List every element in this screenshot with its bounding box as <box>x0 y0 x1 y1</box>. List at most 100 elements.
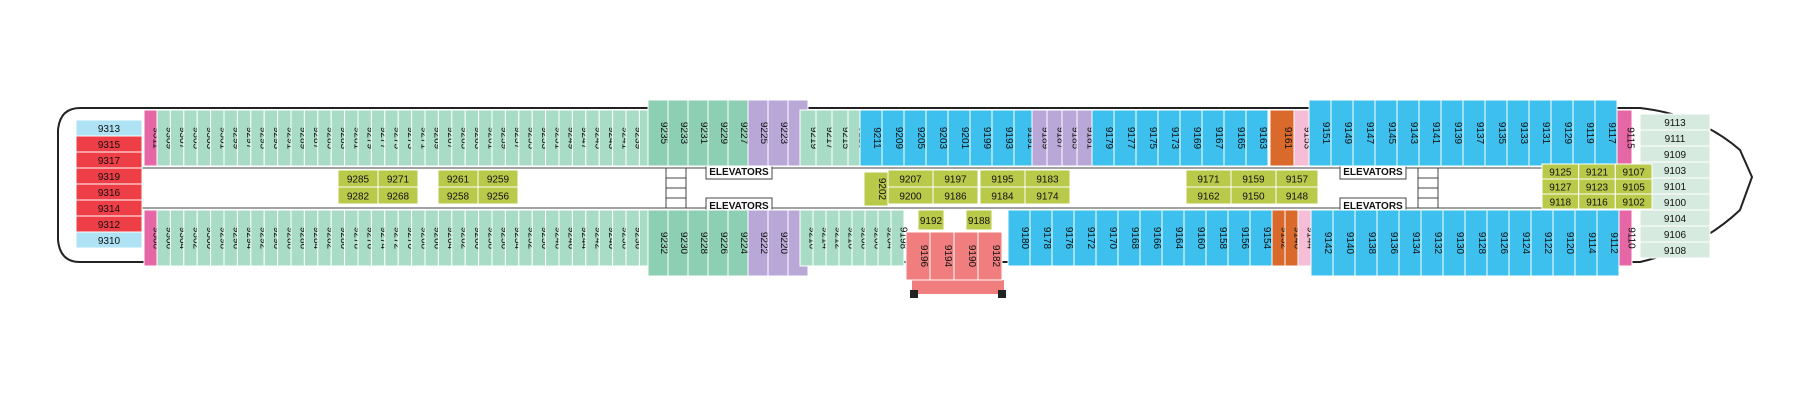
cabin-9158[interactable]: 9158 <box>1205 209 1229 267</box>
cabin-9192[interactable]: 9192 <box>917 209 945 231</box>
cabin-9253[interactable]: 9253 <box>531 109 550 167</box>
cabin-9297[interactable]: 9297 <box>236 109 255 167</box>
cabin-9132[interactable]: 9132 <box>1420 209 1444 277</box>
cabin-9117[interactable]: 9117 <box>1594 99 1618 167</box>
cabin-9285[interactable]: 9285 <box>337 169 379 188</box>
cabin-9110[interactable]: 9110 <box>1618 209 1637 267</box>
cabin-9154[interactable]: 9154 <box>1249 209 1273 267</box>
cabin-9306[interactable]: 9306 <box>156 209 175 267</box>
cabin-9118[interactable]: 9118 <box>1541 193 1580 210</box>
cabin-9174[interactable]: 9174 <box>1024 186 1071 205</box>
cabin-9258[interactable]: 9258 <box>437 186 479 205</box>
cabin-9201[interactable]: 9201 <box>947 109 971 167</box>
cabin-9280[interactable]: 9280 <box>330 209 349 267</box>
cabin-9315[interactable]: 9315 <box>75 135 143 153</box>
cabin-9200[interactable]: 9200 <box>887 186 934 205</box>
cabin-9111[interactable]: 9111 <box>1639 129 1711 147</box>
cabin-9238[interactable]: 9238 <box>612 209 631 267</box>
cabin-9310[interactable]: 9310 <box>75 231 143 249</box>
cabin-9252[interactable]: 9252 <box>518 209 537 267</box>
cabin-9194[interactable]: 9194 <box>929 231 955 281</box>
cabin-9130[interactable]: 9130 <box>1442 209 1466 277</box>
cabin-9108[interactable]: 9108 <box>1639 241 1711 259</box>
cabin-9180[interactable]: 9180 <box>1007 209 1031 267</box>
cabin-9173[interactable]: 9173 <box>1157 109 1181 167</box>
cabin-9265[interactable]: 9265 <box>451 109 470 167</box>
cabin-9167[interactable]: 9167 <box>1201 109 1225 167</box>
cabin-9270[interactable]: 9270 <box>397 209 416 267</box>
cabin-9116[interactable]: 9116 <box>1578 193 1616 210</box>
cabin-9163[interactable]: 9163 <box>1245 109 1269 167</box>
cabin-9232[interactable]: 9232 <box>647 209 669 277</box>
cabin-9131[interactable]: 9131 <box>1528 99 1552 167</box>
cabin-9138[interactable]: 9138 <box>1354 209 1378 277</box>
cabin-9141[interactable]: 9141 <box>1418 99 1442 167</box>
cabin-9182[interactable]: 9182 <box>977 231 1003 281</box>
cabin-9188[interactable]: 9188 <box>965 209 993 231</box>
cabin-9166[interactable]: 9166 <box>1139 209 1163 267</box>
cabin-9124[interactable]: 9124 <box>1508 209 1532 277</box>
cabin-9164[interactable]: 9164 <box>1161 209 1185 267</box>
cabin-9186[interactable]: 9186 <box>932 186 979 205</box>
cabin-9112[interactable]: 9112 <box>1596 209 1620 277</box>
cabin-9177[interactable]: 9177 <box>1113 109 1137 167</box>
cabin-9147[interactable]: 9147 <box>1352 99 1376 167</box>
cabin-9225[interactable]: 9225 <box>747 99 769 167</box>
cabin-9211[interactable]: 9211 <box>859 109 883 167</box>
cabin-9197[interactable]: 9197 <box>932 169 979 188</box>
cabin-9179[interactable]: 9179 <box>1091 109 1115 167</box>
cabin-9271[interactable]: 9271 <box>377 169 419 188</box>
cabin-9256[interactable]: 9256 <box>477 186 519 205</box>
cabin-9262[interactable]: 9262 <box>451 209 470 267</box>
cabin-9199[interactable]: 9199 <box>969 109 993 167</box>
cabin-9261[interactable]: 9261 <box>437 169 479 188</box>
cabin-9312[interactable]: 9312 <box>75 215 143 233</box>
cabin-9223[interactable]: 9223 <box>767 99 789 167</box>
cabin-9162[interactable]: 9162 <box>1185 186 1232 205</box>
cabin-9145[interactable]: 9145 <box>1374 99 1398 167</box>
cabin-9190[interactable]: 9190 <box>953 231 979 281</box>
cabin-9198[interactable]: 9198 <box>890 209 909 267</box>
cabin-9122[interactable]: 9122 <box>1530 209 1554 277</box>
cabin-9316[interactable]: 9316 <box>75 183 143 201</box>
cabin-9140[interactable]: 9140 <box>1332 209 1356 277</box>
cabin-9129[interactable]: 9129 <box>1550 99 1574 167</box>
cabin-9204[interactable]: 9204 <box>877 209 896 267</box>
cabin-9185[interactable]: 9185 <box>1061 109 1081 167</box>
cabin-9229[interactable]: 9229 <box>707 99 729 167</box>
cabin-9168[interactable]: 9168 <box>1117 209 1141 267</box>
cabin-9171[interactable]: 9171 <box>1185 169 1232 188</box>
cabin-9317[interactable]: 9317 <box>75 151 143 169</box>
cabin-9209[interactable]: 9209 <box>881 109 905 167</box>
cabin-9226[interactable]: 9226 <box>707 209 729 277</box>
cabin-9126[interactable]: 9126 <box>1486 209 1510 277</box>
cabin-9228[interactable]: 9228 <box>687 209 709 277</box>
cabin-9165[interactable]: 9165 <box>1223 109 1247 167</box>
cabin-9224[interactable]: 9224 <box>727 209 749 277</box>
cabin-9205[interactable]: 9205 <box>903 109 927 167</box>
cabin-9178[interactable]: 9178 <box>1029 209 1053 267</box>
cabin-9268[interactable]: 9268 <box>411 209 430 267</box>
cabin-9137[interactable]: 9137 <box>1462 99 1486 167</box>
cabin-9259[interactable]: 9259 <box>477 169 519 188</box>
cabin-9142[interactable]: 9142 <box>1310 209 1334 277</box>
cabin-9148[interactable]: 9148 <box>1275 186 1319 205</box>
cabin-9136[interactable]: 9136 <box>1376 209 1400 277</box>
cabin-9268[interactable]: 9268 <box>377 186 419 205</box>
cabin-9193[interactable]: 9193 <box>991 109 1015 167</box>
cabin-9114[interactable]: 9114 <box>1574 209 1598 277</box>
cabin-9106[interactable]: 9106 <box>1639 225 1711 243</box>
cabin-9176[interactable]: 9176 <box>1051 209 1075 267</box>
cabin-9156[interactable]: 9156 <box>1227 209 1251 267</box>
cabin-9139[interactable]: 9139 <box>1440 99 1464 167</box>
cabin-9319[interactable]: 9319 <box>75 167 143 185</box>
cabin-9267[interactable]: 9267 <box>437 109 456 167</box>
cabin-9157[interactable]: 9157 <box>1275 169 1319 188</box>
cabin-9172[interactable]: 9172 <box>1073 209 1097 267</box>
cabin-9195[interactable]: 9195 <box>979 169 1026 188</box>
cabin-9125[interactable]: 9125 <box>1541 163 1580 180</box>
cabin-9196[interactable]: 9196 <box>905 231 931 281</box>
cabin-9151[interactable]: 9151 <box>1308 99 1332 167</box>
cabin-9120[interactable]: 9120 <box>1552 209 1576 277</box>
cabin-9231[interactable]: 9231 <box>687 99 709 167</box>
